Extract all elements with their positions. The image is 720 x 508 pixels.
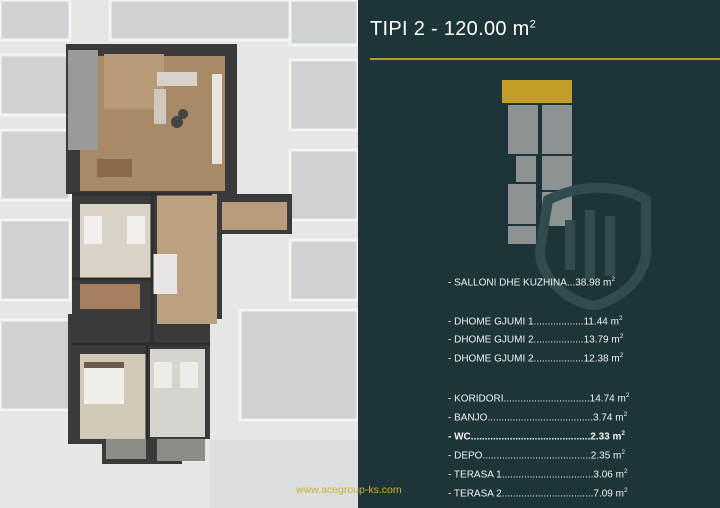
room-row: - TERASA 2..............................… [448, 487, 628, 500]
page-title: TIPI 2 - 120.00 m2 [370, 18, 537, 40]
shield-logo-icon [534, 182, 651, 310]
room-row: - WC....................................… [448, 430, 625, 443]
room-row: - SALLONI DHE KUZHINA...38.98 m2 [448, 276, 616, 289]
room-row: - BANJO.................................… [448, 411, 628, 424]
website-link[interactable]: www.acegroup-ks.com [296, 484, 402, 496]
room-row: - DHOME GJUMI 2..................12.38 m… [448, 352, 624, 365]
floor-plan-illustration [66, 44, 292, 464]
floor-plan-panel [0, 0, 358, 508]
room-row: - DHOME GJUMI 1..................11.44 m… [448, 315, 623, 328]
room-row: - KORIDORI..............................… [448, 392, 630, 405]
divider [370, 58, 720, 60]
room-row: - DHOME GJUMI 2..................13.79 m… [448, 333, 624, 346]
info-panel: TIPI 2 - 120.00 m2 - SALLONI DHE KUZHINA… [358, 0, 720, 508]
room-row: - TERASA 1..............................… [448, 468, 628, 481]
room-row: - DEPO..................................… [448, 449, 625, 462]
